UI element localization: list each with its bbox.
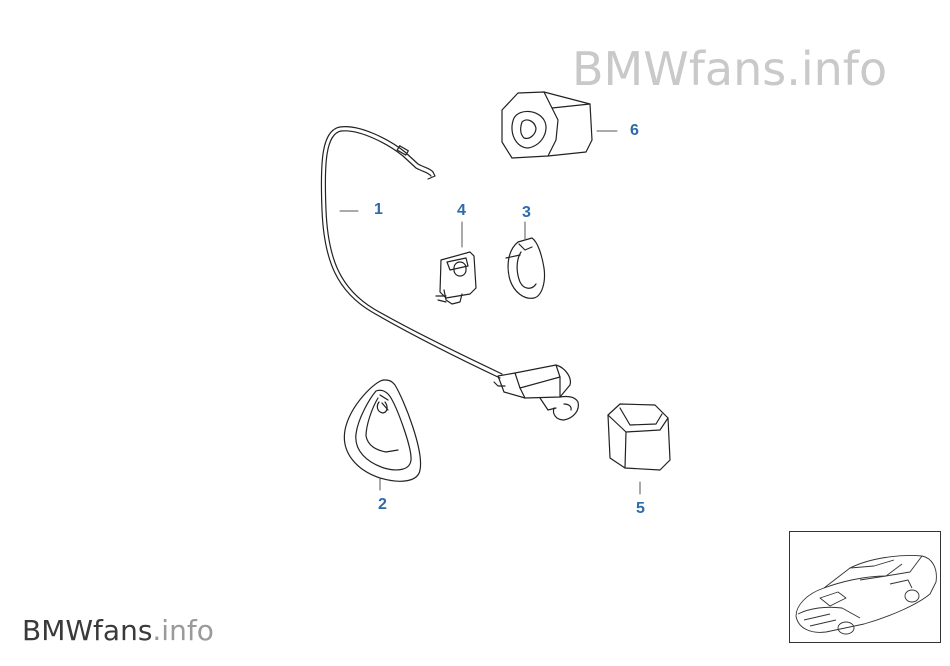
part-5-sleeve[interactable] [607,403,671,471]
part-3-bracket[interactable] [505,237,546,299]
watermark-bottom: BMWfans.info [22,614,214,647]
part-2-handle[interactable] [343,379,422,482]
part-6-plate[interactable] [501,91,593,159]
callout-4[interactable]: 4 [457,202,466,219]
car-thumbnail-icon [795,555,937,635]
part-4-pin-mount[interactable] [435,251,477,305]
callout-5[interactable]: 5 [636,500,645,517]
watermark-top-suffix: .info [786,42,888,96]
part-1-cable[interactable] [320,126,579,421]
callout-6[interactable]: 6 [630,122,639,139]
watermark-bottom-suffix: .info [152,614,214,647]
callout-1[interactable]: 1 [374,201,383,218]
watermark-bottom-brand: BMWfans [22,614,153,647]
callout-3[interactable]: 3 [522,204,531,221]
watermark-top: BMWfans.info [572,42,887,96]
car-thumbnail[interactable] [789,531,941,643]
leader-lines [339,130,641,495]
callout-2[interactable]: 2 [378,496,387,513]
watermark-top-brand: BMWfans [572,42,787,96]
